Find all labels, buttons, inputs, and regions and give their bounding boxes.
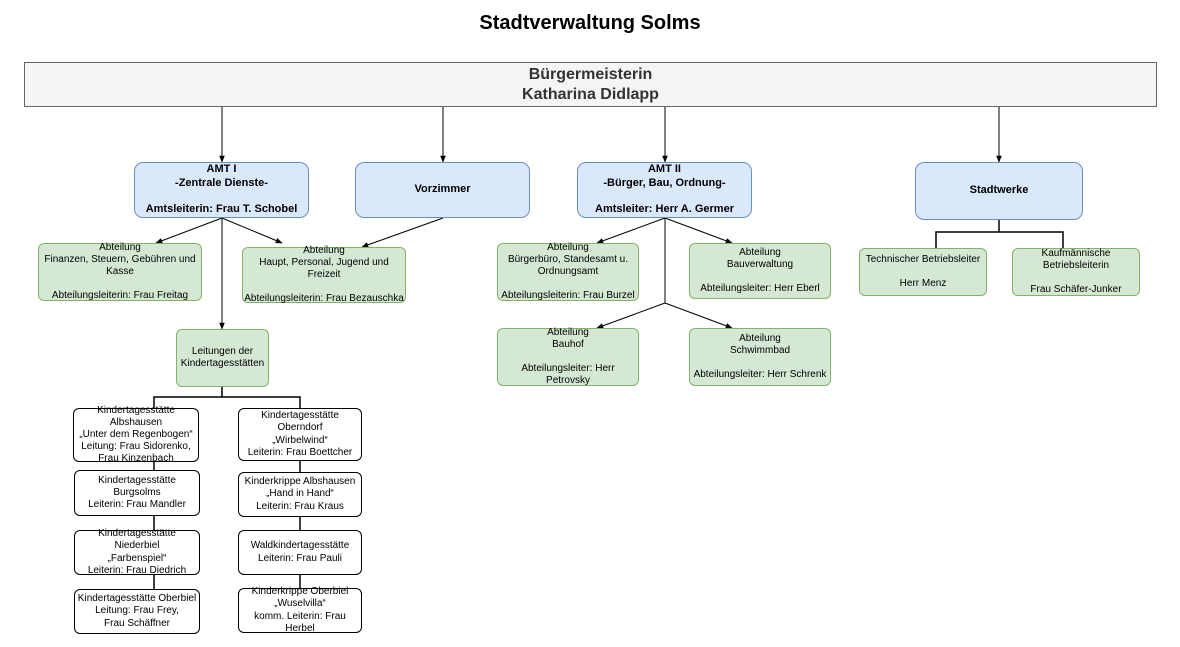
- arrow-amt2-buergerbuero: [596, 217, 666, 244]
- arrow-amt2-schwimmbad: [664, 302, 733, 329]
- node-kita-niederbiel: Kindertagesstätte Niederbiel „Farbenspie…: [74, 528, 200, 576]
- node-mayor: Bürgermeisterin Katharina Didlapp: [24, 62, 1157, 107]
- node-personal: Abteilung Haupt, Personal, Jugend und Fr…: [242, 245, 406, 304]
- arrow-amt1-finanzen: [155, 217, 223, 244]
- node-vorzimmer: Vorzimmer: [355, 162, 530, 218]
- node-kita-oberbiel: Kindertagesstätte Oberbiel Leitung: Frau…: [74, 589, 200, 634]
- node-waldkita: Waldkindertagesstätte Leiterin: Frau Pau…: [238, 530, 362, 575]
- node-bauverwaltung: Abteilung Bauverwaltung Abteilungsleiter…: [689, 243, 831, 299]
- node-kita-burgsolms: Kindertagesstätte Burgsolms Leiterin: Fr…: [74, 470, 200, 516]
- node-krippe-oberbiel: Kinderkrippe Oberbiel „Wuselvilla“ komm.…: [238, 586, 362, 634]
- node-kita-oberndorf: Kindertagesstätte Oberndorf „Wirbelwind“…: [238, 408, 362, 461]
- node-stadtwerke: Stadtwerke: [915, 162, 1083, 220]
- line-kita-bracket: [153, 387, 301, 408]
- node-bauhof: Abteilung Bauhof Abteilungsleiter: Herr …: [497, 327, 639, 386]
- node-amt2: AMT II -Bürger, Bau, Ordnung- Amtsleiter…: [577, 162, 752, 218]
- node-kfm-leiter: Kaufmännische Betriebsleiterin Frau Schä…: [1012, 248, 1140, 296]
- arrow-amt2-bauhof: [596, 302, 666, 329]
- node-tech-leiter: Technischer Betriebsleiter Herr Menz: [859, 248, 987, 296]
- node-buergerbuero: Abteilung Bürgerbüro, Standesamt u. Ordn…: [497, 242, 639, 301]
- node-kita-albshausen: Kindertagesstätte Albshausen „Unter dem …: [73, 405, 199, 464]
- page-title: Stadtverwaltung Solms: [479, 12, 701, 34]
- node-krippe-albshausen: Kinderkrippe Albshausen „Hand in Hand“ L…: [238, 472, 362, 517]
- arrow-amt1-personal: [221, 217, 283, 244]
- node-finanzen: Abteilung Finanzen, Steuern, Gebühren un…: [38, 242, 202, 301]
- node-amt1: AMT I -Zentrale Dienste- Amtsleiterin: F…: [134, 162, 309, 218]
- arrow-vorzimmer-personal: [361, 217, 444, 248]
- node-kita-lead: Leitungen der Kindertagesstätten: [176, 329, 269, 387]
- node-schwimmbad: Abteilung Schwimmbad Abteilungsleiter: H…: [689, 328, 831, 386]
- arrow-amt2-bauverwaltung: [664, 217, 733, 244]
- line-stadtwerke-bracket: [935, 220, 1064, 248]
